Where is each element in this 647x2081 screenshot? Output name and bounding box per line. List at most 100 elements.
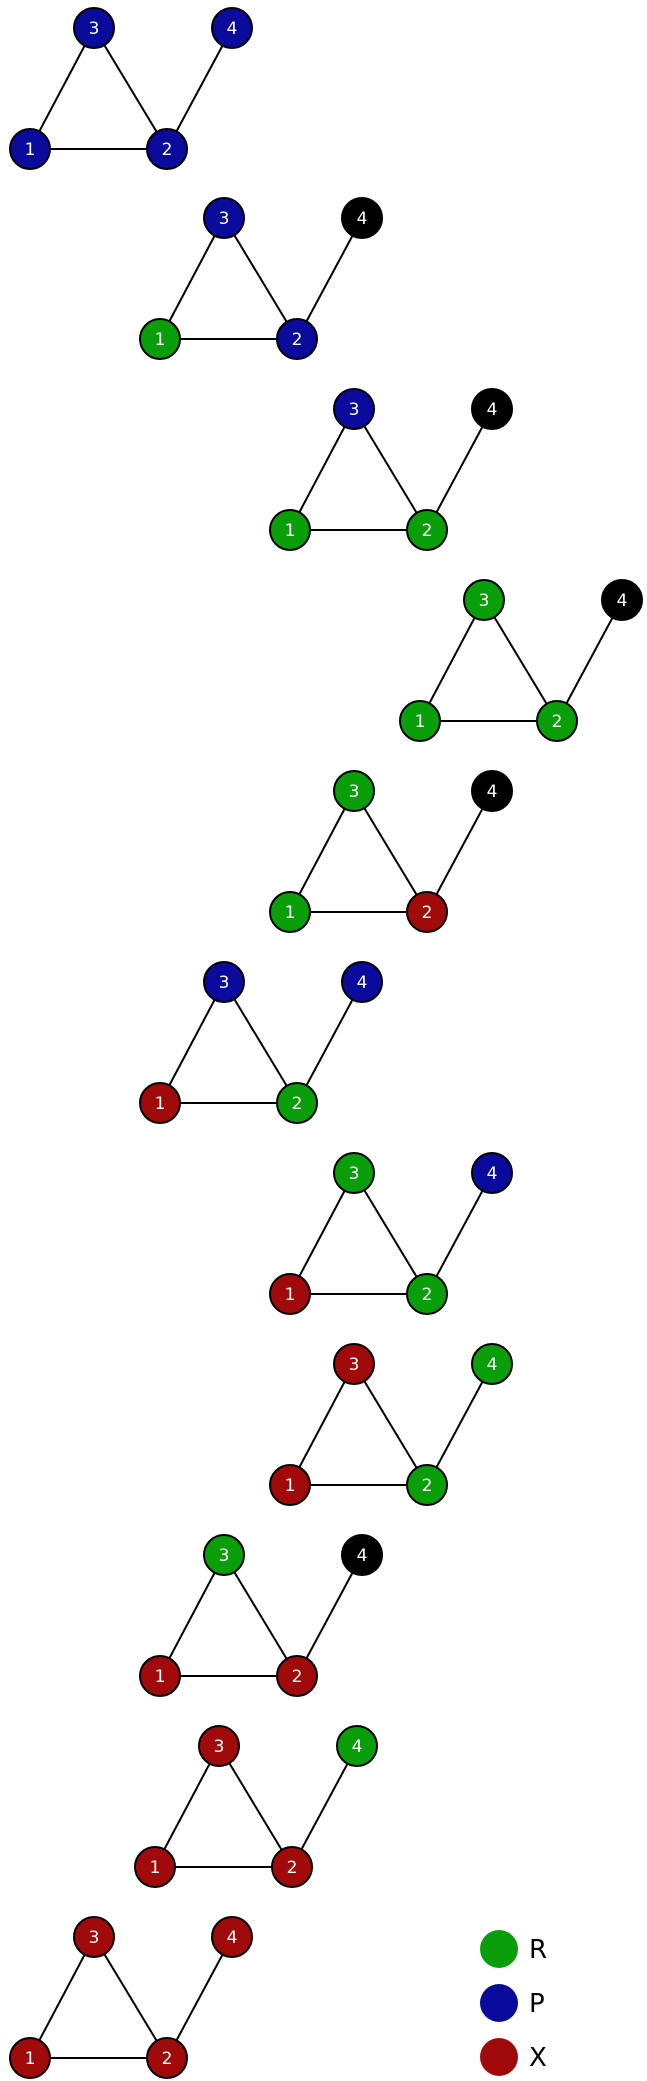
node-label: 3 xyxy=(219,1546,230,1566)
node-circle xyxy=(471,1152,513,1194)
node-label: 4 xyxy=(487,1164,498,1184)
node-2: 2 xyxy=(536,700,578,742)
node-1: 1 xyxy=(269,1273,311,1315)
edge-3-2 xyxy=(223,981,298,1104)
node-1: 1 xyxy=(269,509,311,551)
node-circle xyxy=(269,509,311,551)
node-3: 3 xyxy=(463,579,505,621)
node-label: 2 xyxy=(162,2049,173,2069)
node-label: 3 xyxy=(89,19,100,39)
node-label: 2 xyxy=(422,903,433,923)
node-circle xyxy=(536,700,578,742)
node-circle xyxy=(139,318,181,360)
node-label: 3 xyxy=(349,1164,360,1184)
node-1: 1 xyxy=(399,700,441,742)
node-circle xyxy=(276,1082,318,1124)
node-circle xyxy=(276,1655,318,1697)
node-3: 3 xyxy=(73,7,115,49)
node-label: 2 xyxy=(287,1858,298,1878)
node-label: 2 xyxy=(162,140,173,160)
legend-item-X: X xyxy=(480,2038,547,2076)
node-circle xyxy=(139,1082,181,1124)
node-label: 2 xyxy=(422,1285,433,1305)
node-1: 1 xyxy=(9,128,51,170)
node-circle xyxy=(73,1916,115,1958)
node-label: 3 xyxy=(89,1928,100,1948)
node-circle xyxy=(399,700,441,742)
node-circle xyxy=(203,1534,245,1576)
node-3: 3 xyxy=(203,1534,245,1576)
node-label: 1 xyxy=(155,1667,166,1687)
node-label: 4 xyxy=(357,1546,368,1566)
edge-3-2 xyxy=(353,1363,428,1486)
node-circle xyxy=(406,1464,448,1506)
node-circle xyxy=(73,7,115,49)
edge-3-2 xyxy=(93,1936,168,2059)
node-4: 4 xyxy=(341,961,383,1003)
node-label: 2 xyxy=(552,712,563,732)
edge-3-2 xyxy=(353,1172,428,1295)
edge-2-4 xyxy=(291,1745,358,1868)
legend-swatch xyxy=(480,2038,518,2076)
graph-5: 1 2 3 4 xyxy=(269,770,513,933)
node-circle xyxy=(471,770,513,812)
node-circle xyxy=(146,2037,188,2079)
node-4: 4 xyxy=(601,579,643,621)
node-circle xyxy=(203,197,245,239)
node-label: 2 xyxy=(292,330,303,350)
node-label: 3 xyxy=(479,591,490,611)
node-label: 3 xyxy=(349,400,360,420)
edge-3-2 xyxy=(353,408,428,531)
edge-1-3 xyxy=(289,790,355,913)
node-circle xyxy=(9,128,51,170)
node-label: 1 xyxy=(150,1858,161,1878)
node-2: 2 xyxy=(276,1655,318,1697)
edge-1-3 xyxy=(159,217,225,340)
edge-2-4 xyxy=(166,1936,233,2059)
legend-label: R xyxy=(529,1935,547,1965)
node-4: 4 xyxy=(471,770,513,812)
node-label: 4 xyxy=(487,782,498,802)
node-circle xyxy=(336,1725,378,1767)
edge-2-4 xyxy=(296,981,363,1104)
node-3: 3 xyxy=(73,1916,115,1958)
legend-item-P: P xyxy=(480,1984,545,2022)
edge-1-3 xyxy=(159,1554,225,1677)
node-circle xyxy=(463,579,505,621)
node-4: 4 xyxy=(471,1343,513,1385)
node-circle xyxy=(211,1916,253,1958)
node-circle xyxy=(333,1152,375,1194)
node-3: 3 xyxy=(333,388,375,430)
node-3: 3 xyxy=(203,197,245,239)
node-label: 1 xyxy=(285,1476,296,1496)
node-circle xyxy=(269,1464,311,1506)
node-label: 2 xyxy=(292,1094,303,1114)
node-1: 1 xyxy=(269,891,311,933)
node-label: 1 xyxy=(25,140,36,160)
node-label: 4 xyxy=(357,209,368,229)
node-label: 1 xyxy=(285,521,296,541)
edge-2-4 xyxy=(426,1363,493,1486)
node-2: 2 xyxy=(406,1464,448,1506)
edge-2-4 xyxy=(426,408,493,531)
edge-3-2 xyxy=(223,217,298,340)
node-3: 3 xyxy=(333,770,375,812)
edge-3-2 xyxy=(223,1554,298,1677)
node-1: 1 xyxy=(139,1655,181,1697)
edge-3-2 xyxy=(483,599,558,722)
node-circle xyxy=(269,891,311,933)
edge-1-3 xyxy=(289,408,355,531)
node-label: 3 xyxy=(219,209,230,229)
node-circle xyxy=(146,128,188,170)
legend-swatch xyxy=(480,1984,518,2022)
node-circle xyxy=(341,961,383,1003)
node-1: 1 xyxy=(134,1846,176,1888)
edge-3-2 xyxy=(353,790,428,913)
node-label: 2 xyxy=(292,1667,303,1687)
node-label: 2 xyxy=(422,521,433,541)
node-label: 3 xyxy=(349,782,360,802)
